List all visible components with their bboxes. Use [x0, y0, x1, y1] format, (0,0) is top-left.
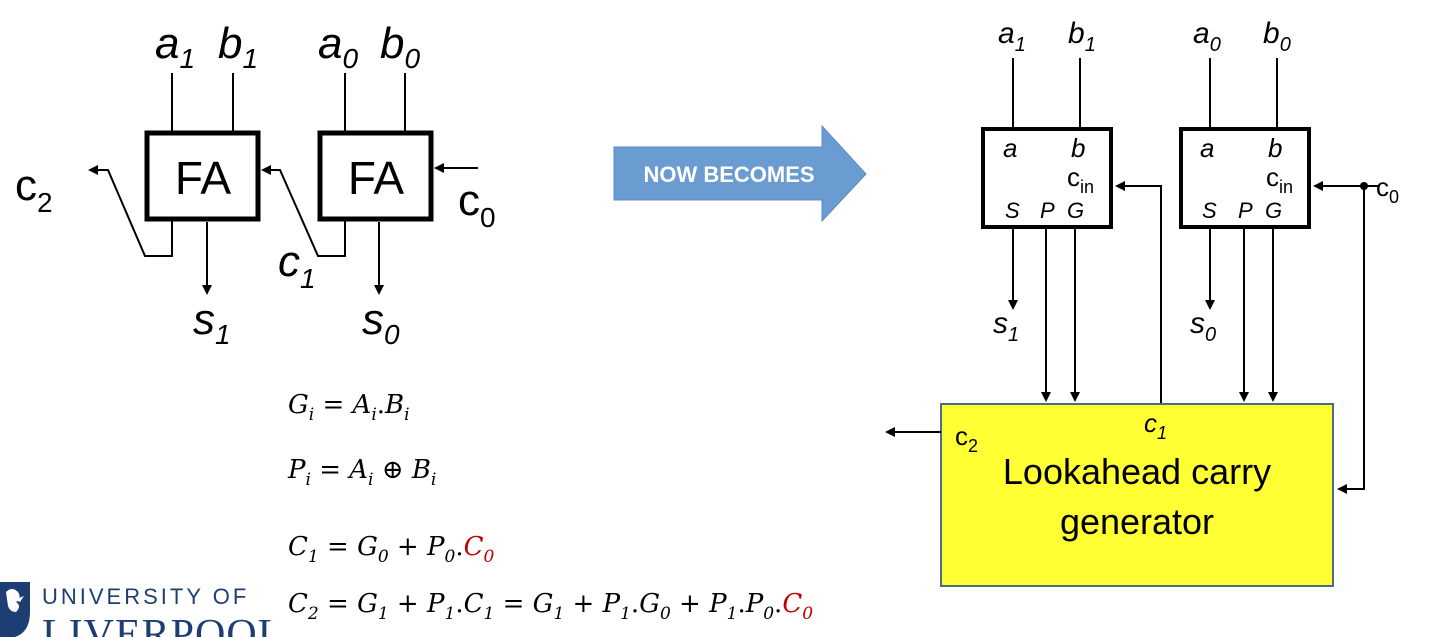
block0-port-g: G: [1265, 198, 1282, 223]
generator-title-line2: generator: [1060, 501, 1214, 542]
block0-port-p: P: [1238, 198, 1253, 223]
block1-port-g: G: [1067, 198, 1084, 223]
university-logo: UNIVERSITY OF LIVERPOOL: [0, 582, 284, 637]
now-becomes-arrow: NOW BECOMES: [613, 124, 867, 223]
block1-input-a: a1: [998, 17, 1026, 56]
block1-box: [981, 127, 1113, 229]
equation-c2: C2 = G1 + P1.C1 = G1 + P1.G0 + P1.P0.C0: [288, 589, 813, 624]
fa0-carry-in-label: c0: [458, 176, 496, 233]
arrow-text: NOW BECOMES: [643, 162, 814, 187]
c1-wire: [261, 165, 346, 257]
block1-port-s: S: [1005, 198, 1020, 223]
block1-port-p: P: [1040, 198, 1055, 223]
fa0-sum-label: s0: [362, 295, 400, 350]
block1-sum-label: s1: [993, 307, 1019, 346]
block0-input-b: b0: [1263, 17, 1291, 56]
equation-g: Gi = Ai.Bi: [288, 390, 410, 425]
block0-port-cin: cin: [1266, 162, 1293, 197]
block0-input-a: a0: [1193, 17, 1221, 56]
c2-wire: [88, 165, 173, 257]
fa1-input-a: a1: [155, 19, 195, 74]
fa1-carry-out-label: c2: [15, 161, 53, 218]
fa1-box: [144, 130, 261, 222]
block0-box: [1179, 127, 1311, 229]
fa1-input-b: b1: [218, 19, 258, 74]
block1-port-b: b: [1071, 133, 1085, 163]
generator-c1-label: c1: [1144, 408, 1167, 443]
block0-sum-label: s0: [1190, 307, 1216, 346]
generator-c2-label: c2: [955, 421, 978, 456]
arrow-shape: [613, 124, 867, 223]
left-ripple-adder: a1 b1 a0 b0 FA FA c0 c1 c2 s1 s0: [15, 19, 496, 350]
c0-to-generator-wire: [1337, 186, 1365, 494]
fa0-input-b: b0: [380, 19, 420, 74]
block1-port-a: a: [1003, 133, 1017, 163]
liver-bird-crest-icon: [0, 582, 30, 637]
logo-line1: UNIVERSITY OF: [42, 584, 249, 609]
lookahead-carry-generator: [940, 403, 1334, 587]
block0-port-s: S: [1202, 198, 1217, 223]
fa0-box: [317, 130, 434, 222]
right-lookahead-adder: a1 b1 a0 b0 a b cin S P G a b cin S P G …: [885, 17, 1399, 587]
equations: Gi = Ai.Bi Pi = Ai ⊕ Bi C1 = G0 + P0.C0 …: [287, 390, 813, 624]
block0-port-a: a: [1200, 133, 1214, 163]
block1-input-b: b1: [1068, 17, 1096, 56]
fa0-carry-out-label: c1: [278, 237, 316, 294]
block0-port-b: b: [1268, 133, 1282, 163]
fa1-sum-label: s1: [193, 295, 231, 350]
c0-label: c0: [1376, 172, 1399, 207]
logo-line2: LIVERPOOL: [42, 612, 284, 637]
generator-title-line1: Lookahead carry: [1003, 451, 1271, 492]
fa0-label: FA: [348, 152, 405, 204]
fa1-label: FA: [175, 152, 232, 204]
c1-feedback-wire: [1115, 181, 1162, 404]
fa0-input-a: a0: [318, 19, 358, 74]
equation-c1: C1 = G0 + P0.C0: [288, 532, 495, 567]
block1-port-cin: cin: [1067, 162, 1094, 197]
equation-p: Pi = Ai ⊕ Bi: [287, 455, 436, 490]
